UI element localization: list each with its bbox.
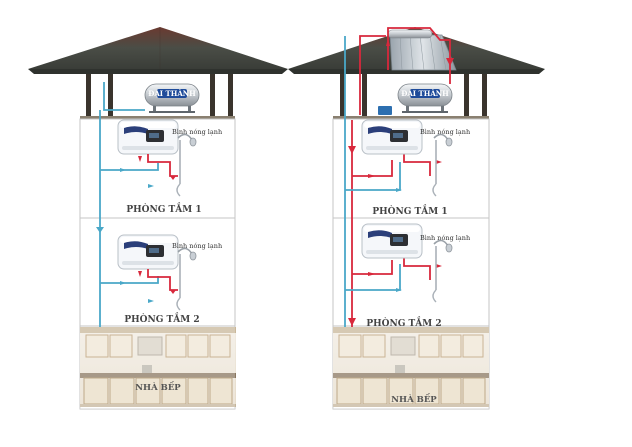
right-bath1-heater-label: Bình nóng lạnh (420, 128, 470, 136)
left-bath2-label: PHÒNG TẮM 2 (124, 312, 199, 325)
right-building: ĐẠI THÀNH (288, 27, 545, 410)
left-bath2-heater-label: Bình nóng lạnh (172, 242, 222, 250)
right-bath2-heater-label: Bình nóng lạnh (420, 234, 470, 242)
left-building: ĐẠI THÀNH Bình nóng lạnh (28, 27, 288, 410)
left-cold-pipes (99, 82, 159, 360)
left-roof (28, 27, 288, 69)
right-kitchen-label: NHÀ BẾP (391, 392, 437, 405)
left-kitchen-label: NHÀ BẾP (135, 380, 181, 393)
right-bath1-label: PHÒNG TẮM 1 (372, 204, 447, 217)
left-tank-brand: ĐẠI THÀNH (148, 89, 196, 98)
left-bath1-label: PHÒNG TẮM 1 (126, 202, 201, 215)
right-tank-brand: ĐẠI THÀNH (401, 89, 449, 98)
right-bath2-label: PHÒNG TẮM 2 (366, 316, 441, 329)
right-hot-pipes (351, 27, 451, 345)
left-bath1-heater-label: Bình nóng lạnh (172, 128, 222, 136)
